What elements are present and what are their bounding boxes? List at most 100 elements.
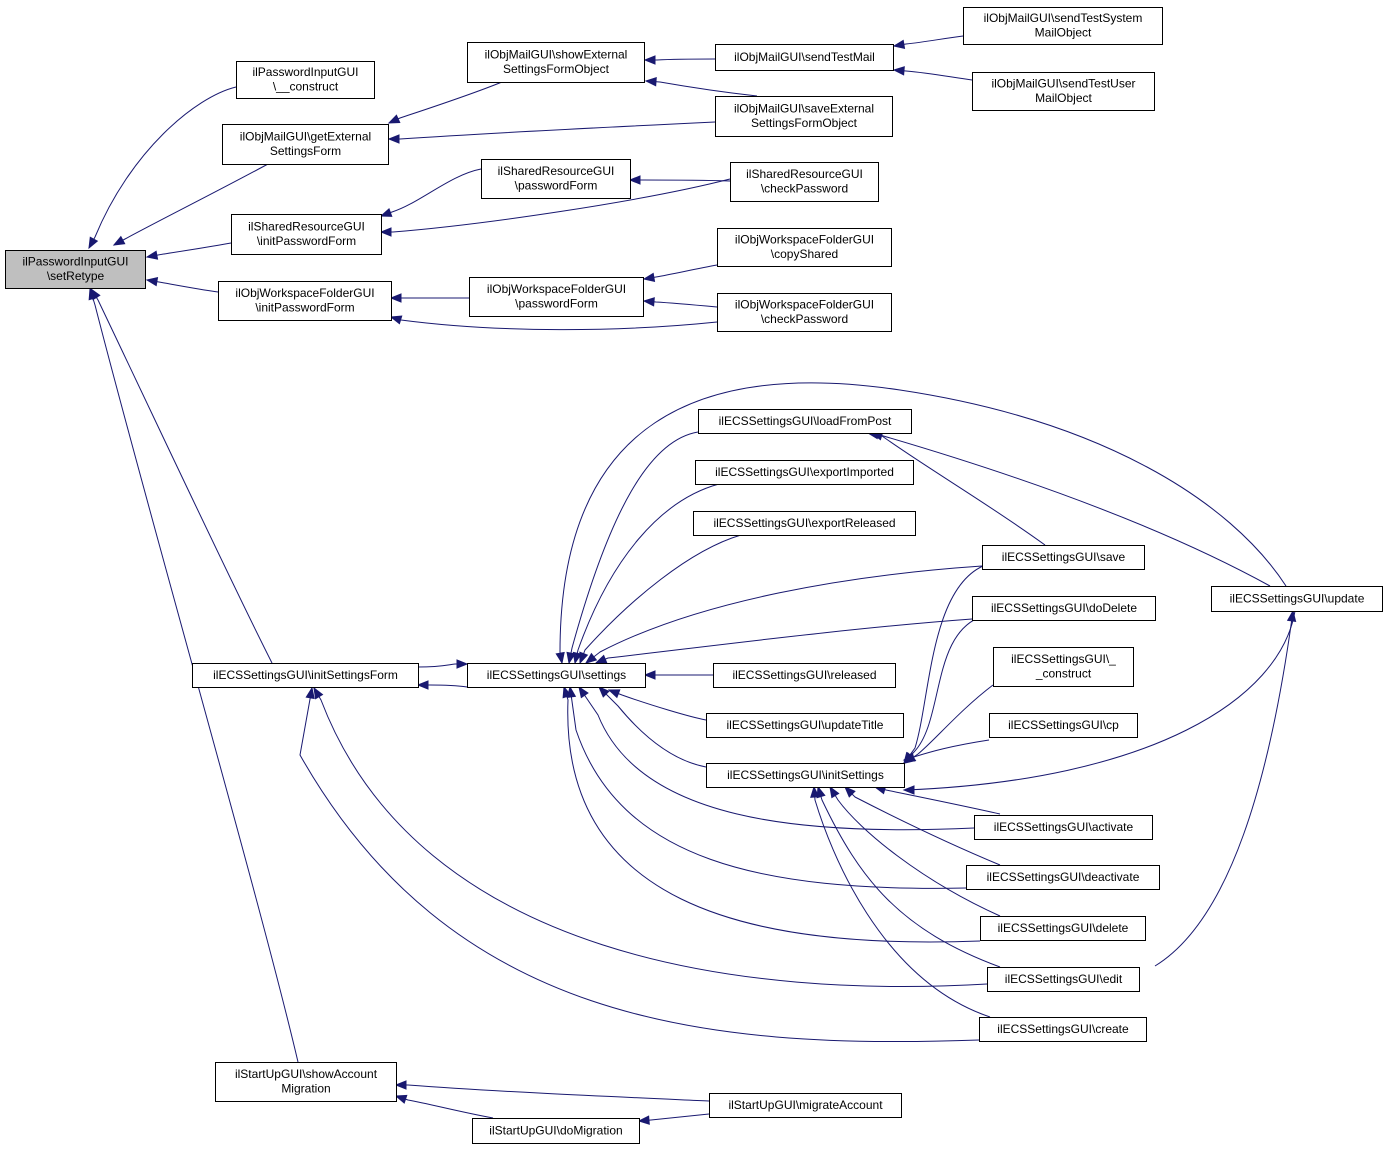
edge-mail_sendTest-to-mail_showExt xyxy=(645,58,716,61)
node-box xyxy=(713,663,896,688)
node-ws_copy[interactable]: ilObjWorkspaceFolderGUI\copyShared xyxy=(717,228,892,267)
node-label: ilECSSettingsGUI\loadFromPost xyxy=(719,414,892,428)
node-ecs_edit[interactable]: ilECSSettingsGUI\edit xyxy=(987,967,1140,992)
node-ws_check[interactable]: ilObjWorkspaceFolderGUI\checkPassword xyxy=(717,293,892,332)
node-ecs_load[interactable]: ilECSSettingsGUI\loadFromPost xyxy=(698,409,912,434)
node-label: ilECSSettingsGUI\deactivate xyxy=(987,870,1140,884)
edge-ecs_save-to-ecs_load xyxy=(871,432,1046,546)
node-label: SettingsForm xyxy=(270,144,341,158)
node-mail_showExt[interactable]: ilObjMailGUI\showExternalSettingsFormObj… xyxy=(467,42,645,83)
node-root[interactable]: ilPasswordInputGUI\setRetype xyxy=(5,250,146,289)
node-label: ilObjMailGUI\sendTestUser xyxy=(991,77,1135,91)
edge-shared_check-to-shared_pf xyxy=(630,179,731,182)
node-label: \initPasswordForm xyxy=(255,301,354,315)
arrowhead-ecs_save-to-ecs_settings xyxy=(584,652,598,664)
node-ecs_construct[interactable]: ilECSSettingsGUI\__construct xyxy=(993,647,1134,687)
node-box xyxy=(717,293,892,332)
edge-ecs_save-to-ecs_initSet xyxy=(903,565,984,764)
edge-ws_check-to-ws_pf xyxy=(643,300,718,308)
node-label: ilECSSettingsGUI\activate xyxy=(994,820,1134,834)
edge-ecs_cp-to-ecs_initSet xyxy=(903,739,990,761)
node-label: ilECSSettingsGUI\exportReleased xyxy=(713,516,895,530)
edge-mail_sendSys-to-mail_sendTest xyxy=(893,35,964,47)
node-su_migrate[interactable]: ilStartUpGUI\migrateAccount xyxy=(709,1093,902,1118)
node-box xyxy=(472,1118,640,1144)
node-label: Migration xyxy=(281,1082,330,1096)
arrowhead-pwd_construct-to-root xyxy=(88,236,99,250)
node-ecs_updTitle[interactable]: ilECSSettingsGUI\updateTitle xyxy=(706,713,904,738)
node-ecs_expRel[interactable]: ilECSSettingsGUI\exportReleased xyxy=(693,511,916,536)
edge-ecs_initForm-to-ecs_settings xyxy=(417,663,467,668)
node-ecs_cp[interactable]: ilECSSettingsGUI\cp xyxy=(989,713,1138,738)
node-box xyxy=(693,511,916,536)
node-ws_pf[interactable]: ilObjWorkspaceFolderGUI\passwordForm xyxy=(469,277,644,317)
node-ecs_doDelete[interactable]: ilECSSettingsGUI\doDelete xyxy=(972,596,1156,621)
node-box xyxy=(698,409,912,434)
node-ecs_update[interactable]: ilECSSettingsGUI\update xyxy=(1211,586,1383,612)
node-shared_pf[interactable]: ilSharedResourceGUI\passwordForm xyxy=(481,159,631,199)
arrowhead-ecs_expRel-to-ecs_settings xyxy=(579,651,589,665)
node-label: \checkPassword xyxy=(761,182,848,196)
node-mail_saveExt[interactable]: ilObjMailGUI\saveExternalSettingsFormObj… xyxy=(715,96,893,137)
edge-mail_saveExt-to-mail_getExt xyxy=(389,121,716,140)
node-label: \copyShared xyxy=(771,247,838,261)
node-su_doMig[interactable]: ilStartUpGUI\doMigration xyxy=(472,1118,640,1144)
node-pwd_construct[interactable]: ilPasswordInputGUI\__construct xyxy=(236,61,375,99)
node-mail_sendTest[interactable]: ilObjMailGUI\sendTestMail xyxy=(715,44,894,71)
node-shared_check[interactable]: ilSharedResourceGUI\checkPassword xyxy=(730,162,879,202)
edge-ecs_create-to-ecs_initSet xyxy=(813,786,991,1018)
edge-shared_check-to-shared_init xyxy=(381,178,731,233)
edge-ecs_initSet-to-ecs_settings xyxy=(598,686,707,768)
node-box xyxy=(695,460,914,485)
arrowhead-shared_check-to-shared_init xyxy=(379,227,392,237)
node-label: ilStartUpGUI\showAccount xyxy=(235,1067,378,1081)
node-label: ilECSSettingsGUI\delete xyxy=(998,921,1129,935)
node-ecs_initForm[interactable]: ilECSSettingsGUI\initSettingsForm xyxy=(192,663,419,688)
node-box xyxy=(706,763,905,788)
node-box xyxy=(966,865,1160,890)
arrowhead-ws_pf-to-ws_init xyxy=(389,293,402,303)
node-ecs_delete[interactable]: ilECSSettingsGUI\delete xyxy=(980,916,1146,941)
node-ecs_expImp[interactable]: ilECSSettingsGUI\exportImported xyxy=(695,460,914,485)
node-ecs_settings[interactable]: ilECSSettingsGUI\settings xyxy=(467,663,646,688)
node-label: ilObjMailGUI\sendTestSystem xyxy=(984,11,1143,25)
node-box xyxy=(215,1062,397,1102)
node-box xyxy=(974,815,1153,840)
node-label: ilECSSettingsGUI\settings xyxy=(487,668,626,682)
node-ecs_save[interactable]: ilECSSettingsGUI\save xyxy=(982,545,1145,570)
arrowhead-mail_saveExt-to-mail_getExt xyxy=(387,134,400,144)
node-label: ilECSSettingsGUI\update xyxy=(1230,591,1365,605)
node-box xyxy=(709,1093,902,1118)
arrowhead-ecs_delete-to-ecs_initSet xyxy=(829,785,840,799)
node-box xyxy=(982,545,1145,570)
node-box xyxy=(715,44,894,71)
edge-ecs_doDelete-to-ecs_initSet xyxy=(903,614,987,764)
node-ws_init[interactable]: ilObjWorkspaceFolderGUI\initPasswordForm xyxy=(218,281,392,321)
edge-ecs_save-to-ecs_settings xyxy=(585,565,983,664)
node-box xyxy=(730,162,879,202)
node-ecs_released[interactable]: ilECSSettingsGUI\released xyxy=(713,663,896,688)
node-label: _construct xyxy=(1035,667,1092,681)
node-label: ilPasswordInputGUI xyxy=(22,255,128,269)
node-ecs_deactivate[interactable]: ilECSSettingsGUI\deactivate xyxy=(966,865,1160,890)
node-label: ilObjWorkspaceFolderGUI xyxy=(735,298,874,312)
arrowhead-mail_sendSys-to-mail_sendTest xyxy=(892,39,906,49)
edge-ecs_update-to-ecs_settings xyxy=(559,382,1287,664)
node-ecs_initSet[interactable]: ilECSSettingsGUI\initSettings xyxy=(706,763,905,788)
node-shared_init[interactable]: ilSharedResourceGUI\initPasswordForm xyxy=(231,214,382,255)
edge-ecs_edit-to-ecs_initForm xyxy=(313,687,988,987)
node-box xyxy=(231,214,382,255)
node-label: MailObject xyxy=(1035,26,1092,40)
node-label: \passwordForm xyxy=(515,179,598,193)
arrowhead-ecs_load-to-ecs_settings xyxy=(566,651,576,665)
arrowhead-ecs_edit-to-ecs_initSet xyxy=(816,785,826,799)
edge-ws_init-to-root xyxy=(146,279,219,293)
node-box xyxy=(993,647,1134,687)
node-ecs_activate[interactable]: ilECSSettingsGUI\activate xyxy=(974,815,1153,840)
node-ecs_create[interactable]: ilECSSettingsGUI\create xyxy=(979,1017,1147,1042)
arrowhead-ecs_update-to-ecs_settings xyxy=(555,651,565,665)
